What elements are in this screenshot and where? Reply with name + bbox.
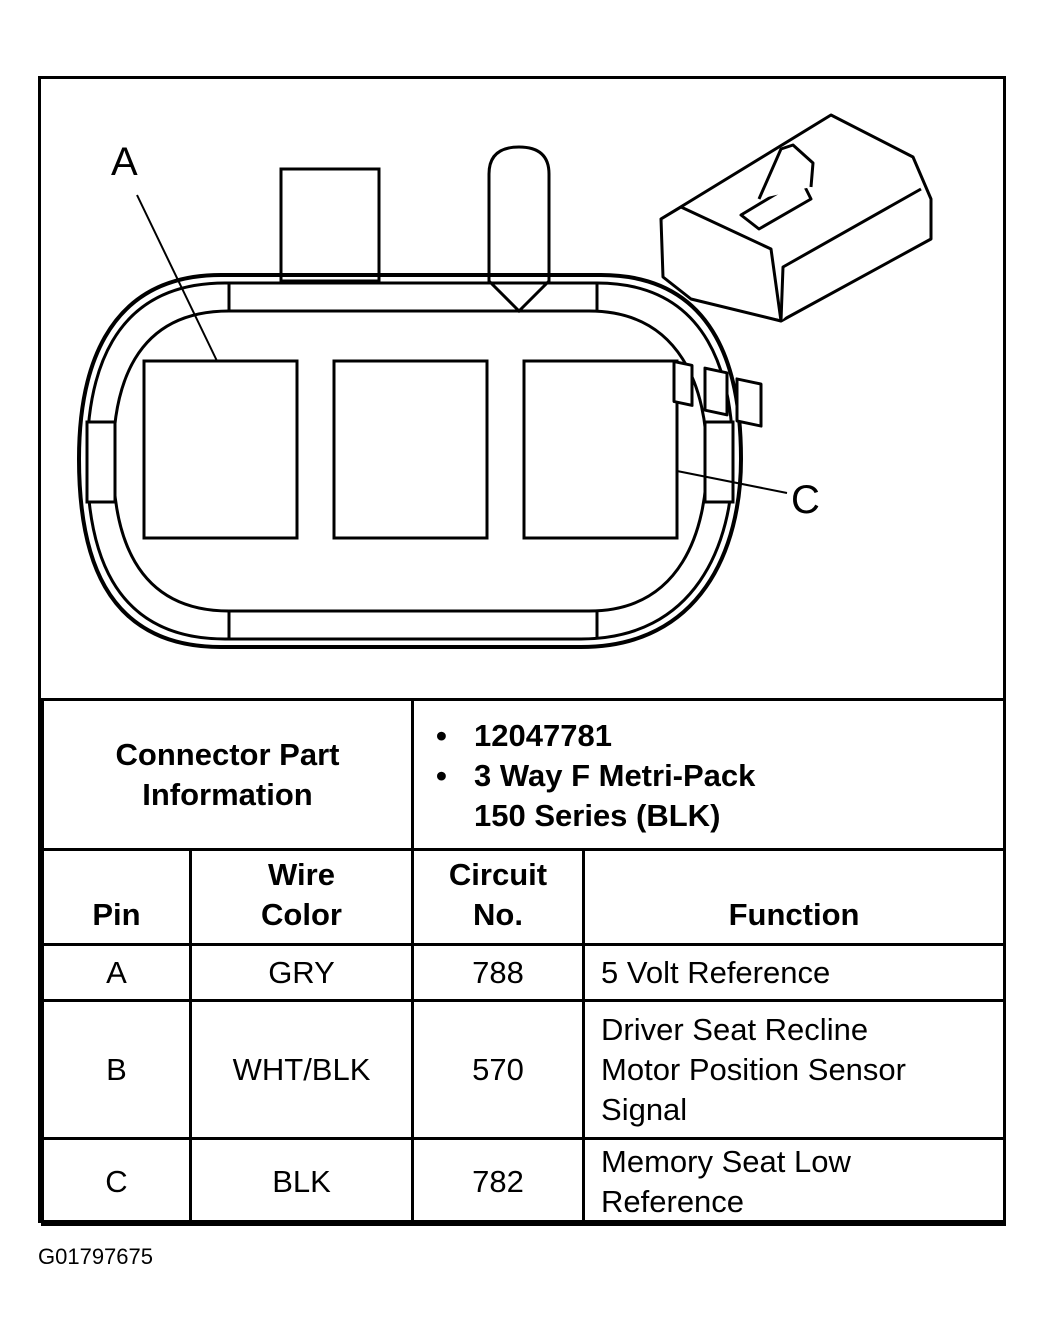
label-a: A	[111, 140, 138, 184]
circuit-cell: 788	[411, 943, 586, 1002]
pin-cell: B	[41, 999, 192, 1140]
header-circuit-no: Circuit No.	[411, 848, 586, 946]
connector-key-tab	[487, 145, 551, 314]
connector-part-row: Connector Part Information 12047781 3 Wa…	[40, 698, 1007, 851]
function-cell: Driver Seat Recline Motor Position Senso…	[582, 999, 1007, 1140]
wire-color-cell: WHT/BLK	[188, 999, 415, 1140]
connector-isometric-icon	[659, 113, 933, 428]
circuit-cell: 570	[411, 999, 586, 1140]
circuit-cell: 782	[411, 1137, 586, 1226]
leader-line-a	[136, 194, 218, 362]
connector-square-tab	[279, 167, 381, 283]
pin-cell: A	[41, 943, 192, 1002]
part-number: 12047781	[436, 716, 1003, 756]
table-row: C BLK 782 Memory Seat Low Reference	[41, 1137, 1007, 1226]
connector-left-latch	[85, 420, 117, 504]
header-pin: Pin	[41, 848, 192, 946]
connector-diagram: A C	[41, 79, 1003, 701]
connector-inner-body	[111, 309, 709, 613]
connector-info-table: Connector Part Information 12047781 3 Wa…	[40, 698, 1007, 1226]
connector-right-latch	[703, 420, 735, 504]
wire-color-cell: GRY	[188, 943, 415, 1002]
table-header-row: Pin Wire Color Circuit No. Function	[41, 848, 1007, 946]
pin-cell: C	[41, 1137, 192, 1226]
leader-line-c	[676, 470, 788, 494]
connector-part-details: 12047781 3 Way F Metri-Pack 150 Series (…	[411, 698, 1007, 851]
function-cell: 5 Volt Reference	[582, 943, 1007, 1002]
figure-frame: A C Connector Part	[38, 76, 1007, 1226]
connector-outer-shell	[76, 273, 744, 649]
cavity-b	[332, 359, 489, 540]
connector-part-label: Connector Part Information	[40, 698, 415, 851]
function-cell: Memory Seat Low Reference	[582, 1137, 1007, 1226]
table-row: B WHT/BLK 570 Driver Seat Recline Motor …	[41, 999, 1007, 1140]
table-row: A GRY 788 5 Volt Reference	[41, 943, 1007, 1002]
wire-color-cell: BLK	[188, 1137, 415, 1226]
cavity-a	[142, 359, 299, 540]
header-function: Function	[582, 848, 1007, 946]
cavity-c	[522, 359, 679, 540]
connector-type: 3 Way F Metri-Pack 150 Series (BLK)	[436, 756, 1003, 836]
figure-id: G01797675	[38, 1244, 153, 1269]
label-c: C	[791, 478, 820, 522]
header-wire-color: Wire Color	[188, 848, 415, 946]
